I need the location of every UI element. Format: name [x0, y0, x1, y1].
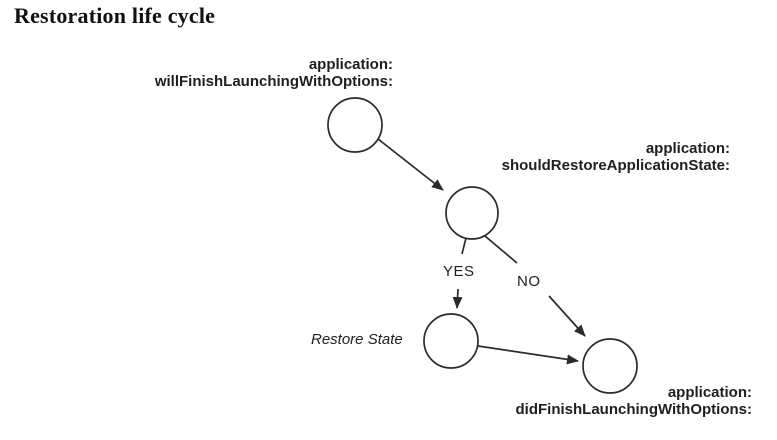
node1-label: application: willFinishLaunchingWithOpti…: [155, 56, 393, 90]
node4-label-line1: application:: [667, 384, 752, 401]
node1-label-line1: application:: [308, 56, 393, 73]
state-node-restorestate: [423, 313, 479, 369]
edge-restore-to-didfinish-node: [477, 345, 579, 365]
node4-label: application: didFinishLaunchingWithOptio…: [516, 384, 753, 418]
node2-label-line2: shouldRestoreApplicationState:: [501, 157, 730, 174]
node2-label: application: shouldRestoreApplicationSta…: [502, 140, 730, 174]
edge-no-stub: [484, 235, 518, 264]
node2-label-line1: application:: [645, 140, 730, 157]
edge-yes-to-restore-node: [452, 288, 463, 309]
node1-label-line2: willFinishLaunchingWithOptions:: [154, 73, 393, 90]
state-node-shouldrestore: [445, 186, 499, 240]
branch-label-yes: YES: [443, 263, 475, 280]
figure-title: Restoration life cycle: [14, 3, 216, 28]
state-node-didfinishlaunching: [582, 338, 638, 394]
node4-label-line2: didFinishLaunchingWithOptions:: [515, 401, 753, 418]
branch-label-no: NO: [517, 273, 541, 290]
restore-state-annotation: Restore State: [311, 331, 403, 348]
edge-willfinish-to-shouldrestore: [377, 138, 444, 191]
edge-yes-stub: [461, 237, 467, 255]
edge-no-to-didfinish-node: [548, 295, 586, 337]
state-node-willfinishlaunching: [327, 97, 383, 153]
